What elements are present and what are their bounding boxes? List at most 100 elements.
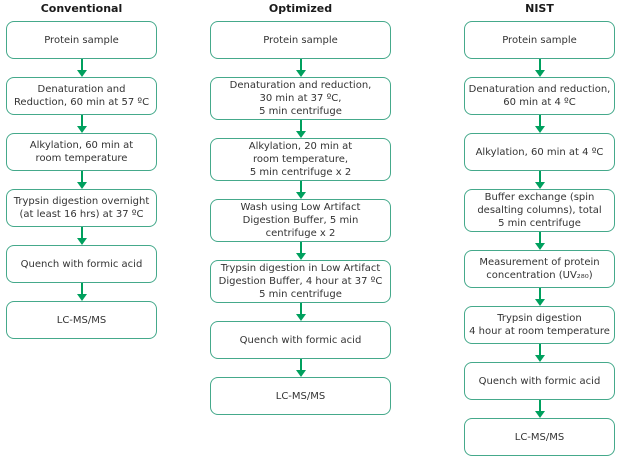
arrow-down-icon [464, 115, 615, 133]
arrow-down-icon [210, 181, 391, 199]
step-box-optimized-0: Protein sample [210, 21, 391, 59]
step-text: room temperature, [252, 154, 349, 165]
step-text: LC-MS/MS [514, 431, 565, 443]
step-text: LC-MS/MS [275, 390, 326, 402]
arrow-down-icon [464, 171, 615, 189]
arrow-head [295, 370, 306, 377]
step-text: Trypsin digestion [497, 313, 582, 324]
arrow-stem [538, 232, 541, 243]
step-text: Alkylation, 60 min at 4 ºC [475, 146, 604, 158]
arrow-stem [299, 303, 302, 314]
step-text: 5 min centrifuge [259, 289, 342, 300]
step-text: 5 min centrifuge [498, 218, 581, 229]
step-box-optimized-1: Denaturation and reduction,30 min at 37 … [210, 77, 391, 120]
arrow-stem [538, 288, 541, 299]
arrow-down-icon [210, 303, 391, 321]
step-text: Alkylation, 20 min at [248, 141, 353, 152]
step-text: Protein sample [44, 34, 119, 46]
arrow-down-icon [6, 227, 157, 245]
step-box-nist-6: Quench with formic acid [464, 362, 615, 400]
step-text: Denaturation and [37, 84, 126, 95]
step-text: 5 min centrifuge [259, 106, 342, 117]
step-text: Alkylation, 60 min at [29, 140, 134, 151]
step-text: Digestion Buffer, 5 min [242, 215, 359, 226]
step-box-nist-7: LC-MS/MS [464, 418, 615, 456]
step-box-conventional-5: LC-MS/MS [6, 301, 157, 339]
arrow-head [534, 182, 545, 189]
arrow-stem [299, 59, 302, 70]
arrow-stem [538, 400, 541, 411]
arrow-down-icon [464, 59, 615, 77]
step-text: Digestion Buffer, 4 hour at 37 ºC [218, 276, 383, 287]
arrow-stem [299, 181, 302, 192]
arrow-down-icon [464, 288, 615, 306]
step-text: Quench with formic acid [20, 258, 143, 270]
step-box-conventional-4: Quench with formic acid [6, 245, 157, 283]
arrow-stem [538, 115, 541, 126]
arrow-head [76, 294, 87, 301]
step-box-optimized-2: Alkylation, 20 min at room temperature, 5 … [210, 138, 391, 181]
arrow-stem [299, 120, 302, 131]
step-text: Reduction, 60 min at 57 ºC [13, 97, 150, 108]
arrow-head [295, 131, 306, 138]
arrow-head [295, 70, 306, 77]
column-title-conventional: Conventional [40, 2, 123, 15]
arrow-head [295, 253, 306, 260]
arrow-stem [80, 227, 83, 238]
arrow-down-icon [210, 59, 391, 77]
arrow-down-icon [6, 283, 157, 301]
step-text: (at least 16 hrs) at 37 ºC [19, 209, 144, 220]
step-text: Buffer exchange (spin [484, 192, 595, 203]
step-text: Measurement of protein [479, 257, 600, 268]
arrow-down-icon [6, 171, 157, 189]
arrow-stem [80, 171, 83, 182]
step-text: Wash using Low Artifact [240, 202, 361, 213]
step-box-nist-3: Buffer exchange (spin desalting columns),… [464, 189, 615, 232]
step-text: Protein sample [263, 34, 338, 46]
arrow-head [534, 126, 545, 133]
step-text: Trypsin digestion in Low Artifact [220, 263, 381, 274]
arrow-head [534, 70, 545, 77]
arrow-down-icon [6, 59, 157, 77]
step-box-nist-0: Protein sample [464, 21, 615, 59]
arrow-head [295, 314, 306, 321]
step-text: Denaturation and reduction, [468, 84, 611, 95]
step-box-optimized-6: LC-MS/MS [210, 377, 391, 415]
step-box-nist-1: Denaturation and reduction,60 min at 4 º… [464, 77, 615, 115]
arrow-head [76, 238, 87, 245]
arrow-head [76, 70, 87, 77]
step-box-conventional-3: Trypsin digestion overnight (at least 16 … [6, 189, 157, 227]
step-text: Trypsin digestion overnight [13, 196, 150, 207]
step-box-nist-2: Alkylation, 60 min at 4 ºC [464, 133, 615, 171]
arrow-stem [538, 171, 541, 182]
step-text: centrifuge x 2 [265, 228, 336, 239]
arrow-stem [80, 59, 83, 70]
arrow-stem [538, 344, 541, 355]
arrow-down-icon [6, 115, 157, 133]
arrow-stem [299, 359, 302, 370]
arrow-down-icon [210, 120, 391, 138]
step-text: Denaturation and reduction, [229, 80, 372, 91]
step-text: desalting columns), total [477, 205, 602, 216]
arrow-head [534, 299, 545, 306]
arrow-stem [538, 59, 541, 70]
arrow-head [534, 355, 545, 362]
arrow-down-icon [464, 232, 615, 250]
step-text: Quench with formic acid [239, 334, 362, 346]
arrow-head [534, 411, 545, 418]
step-text: Quench with formic acid [478, 375, 601, 387]
step-box-optimized-5: Quench with formic acid [210, 321, 391, 359]
step-text: 5 min centrifuge x 2 [249, 167, 352, 178]
